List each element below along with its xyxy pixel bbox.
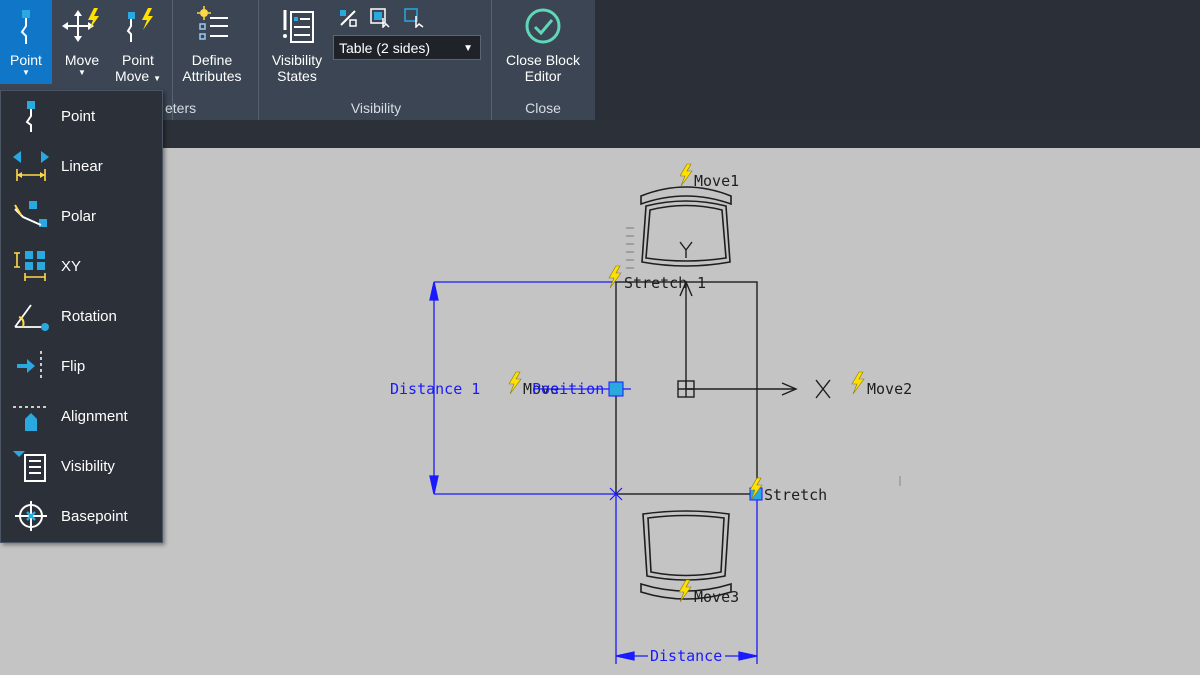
group-label-parameters: eters	[165, 100, 197, 116]
menu-item-label: Basepoint	[61, 507, 128, 525]
menu-item-basepoint[interactable]: Basepoint	[1, 491, 162, 541]
menu-item-label: XY	[61, 257, 82, 275]
make-visible-icon[interactable]	[338, 8, 358, 28]
visibility-state-value: Table (2 sides)	[339, 40, 431, 56]
point-param-icon	[11, 0, 41, 52]
chair-top	[640, 186, 732, 267]
menu-item-label: Point	[61, 107, 96, 125]
xy-param-icon	[7, 246, 55, 286]
close-block-editor-label-2: Editor	[524, 68, 562, 84]
define-attributes-button[interactable]: Define Attributes	[176, 0, 248, 95]
chair-bottom	[640, 510, 732, 600]
stretch-top-label: Stretch	[624, 274, 687, 292]
menu-item-label: Rotation	[61, 307, 117, 325]
menu-item-label: Alignment	[61, 407, 128, 425]
point-move-icon	[118, 0, 158, 52]
menu-item-alignment[interactable]: Alignment	[1, 391, 162, 441]
point-button[interactable]: Point ▼	[0, 0, 52, 84]
point-move-label-2: Move ▼	[114, 68, 162, 84]
rotation-param-icon	[7, 296, 55, 336]
parameter-menu: Point Linear Polar XY Rotation Flip Al	[0, 90, 163, 543]
menu-item-visibility[interactable]: Visibility	[1, 441, 162, 491]
stretch-br-label: Stretch	[764, 486, 827, 504]
visibility-state-select[interactable]: Table (2 sides) ▼	[333, 35, 481, 60]
distance-dimension	[615, 494, 758, 664]
distance1-dimension	[429, 281, 631, 495]
visibility-states-icon	[277, 0, 317, 52]
move3-label: Move3	[694, 588, 739, 606]
menu-item-label: Polar	[61, 207, 97, 225]
move2-label: Move2	[867, 380, 912, 398]
move-action-icon	[62, 0, 102, 52]
menu-item-xy[interactable]: XY	[1, 241, 162, 291]
stretch-top-number: 1	[697, 274, 706, 292]
define-attributes-label-2: Attributes	[182, 68, 242, 84]
point-button-label: Point	[10, 52, 42, 68]
define-attributes-icon	[192, 0, 232, 52]
lightning-icon[interactable]	[608, 265, 622, 289]
polar-param-icon	[7, 196, 55, 236]
alignment-param-icon	[7, 396, 55, 436]
distance-label: Distance	[650, 647, 722, 665]
check-circle-icon	[523, 0, 563, 52]
chevron-down-icon: ▼	[78, 68, 86, 77]
chevron-down-icon: ▼	[463, 43, 473, 54]
block-editor-drawing: Distance 1 Distance Move1 Stretch 1 Move…	[390, 163, 912, 665]
point-move-button[interactable]: Point Move ▼	[112, 0, 164, 95]
move-button-label: Move	[64, 52, 100, 68]
close-block-editor-button[interactable]: Close Block Editor	[495, 0, 591, 95]
menu-item-point[interactable]: Point	[1, 91, 162, 141]
ruler-marks	[626, 227, 634, 269]
visibility-states-label-2: States	[277, 68, 317, 84]
visibility-states-button[interactable]: Visibility States	[262, 0, 332, 95]
linear-param-icon	[7, 146, 55, 186]
menu-item-linear[interactable]: Linear	[1, 141, 162, 191]
lightning-icon[interactable]	[851, 371, 865, 395]
move-button[interactable]: Move ▼	[56, 0, 108, 95]
make-invisible-icon[interactable]	[370, 8, 392, 29]
distance1-label: Distance 1	[390, 380, 480, 398]
group-separator	[172, 0, 173, 120]
group-label-visibility: Visibility	[350, 100, 402, 116]
position-grip[interactable]	[608, 381, 624, 397]
menu-item-polar[interactable]: Polar	[1, 191, 162, 241]
point-move-label-1: Point	[122, 52, 154, 68]
visibility-mode-icon[interactable]	[404, 8, 426, 29]
basepoint-param-icon	[7, 496, 55, 536]
visibility-states-label-1: Visibility	[271, 52, 323, 68]
point-param-icon	[7, 96, 55, 136]
ribbon-background	[595, 0, 1200, 120]
visibility-param-icon	[7, 446, 55, 486]
menu-item-label: Linear	[61, 157, 103, 175]
lightning-icon[interactable]	[679, 163, 693, 187]
menu-item-flip[interactable]: Flip	[1, 341, 162, 391]
close-block-editor-label-1: Close Block	[506, 52, 580, 68]
drawing-canvas[interactable]: Distance 1 Distance Move1 Stretch 1 Move…	[0, 148, 1200, 670]
position-label: Position	[532, 380, 604, 398]
flip-param-icon	[7, 346, 55, 386]
lightning-icon[interactable]	[508, 371, 522, 395]
menu-item-label: Flip	[61, 357, 86, 375]
file-tab-strip	[0, 120, 1200, 148]
group-label-close: Close	[525, 100, 561, 116]
menu-item-rotation[interactable]: Rotation	[1, 291, 162, 341]
define-attributes-label-1: Define	[191, 52, 233, 68]
menu-item-label: Visibility	[61, 457, 115, 475]
move-left-label: Move	[523, 380, 559, 398]
ucs-icon	[677, 241, 831, 399]
group-separator	[258, 0, 259, 120]
chevron-down-icon: ▼	[22, 68, 30, 77]
move1-label: Move1	[694, 172, 739, 190]
group-separator	[491, 0, 492, 120]
